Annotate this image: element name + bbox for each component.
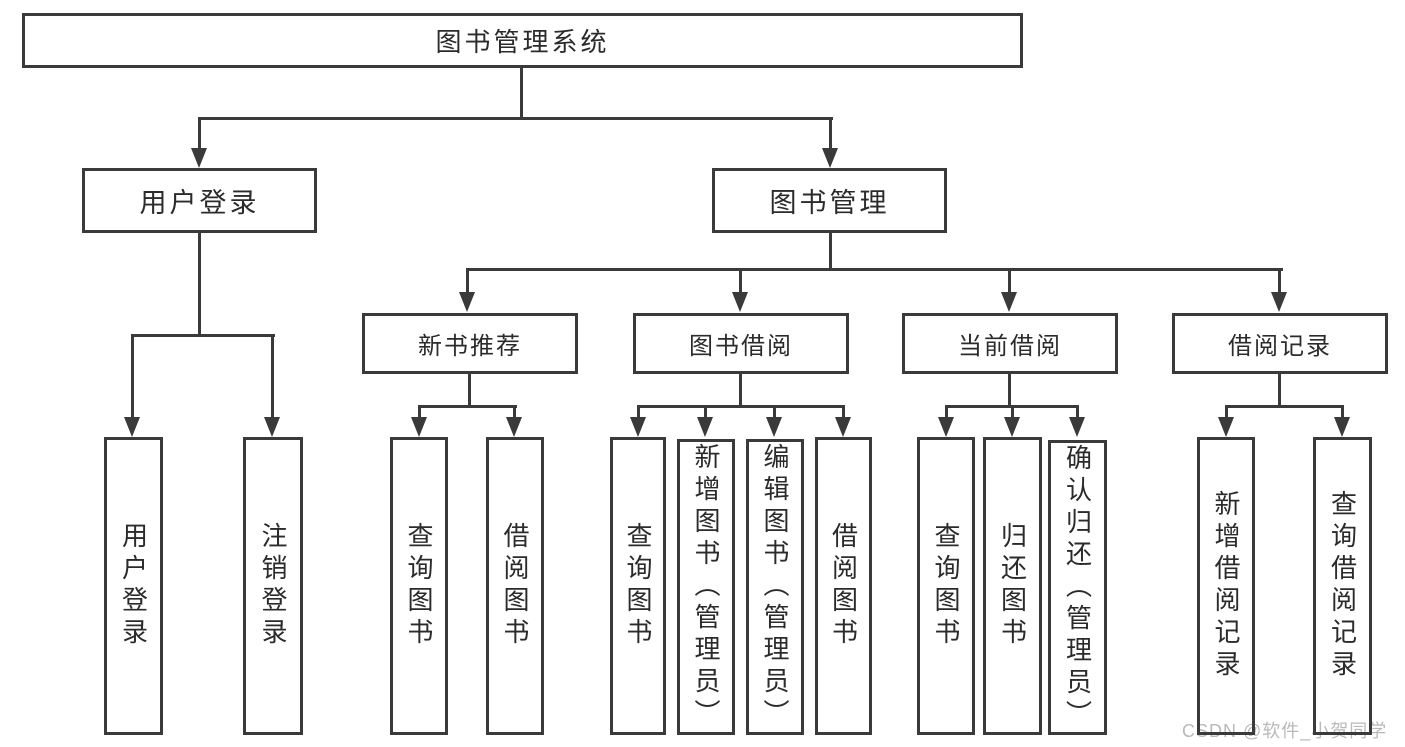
- connector-drop-cu2: [1011, 405, 1014, 419]
- connector-drop-bw3: [773, 405, 776, 419]
- arrowhead-re2: [1334, 417, 1350, 437]
- leaf-re-search-record: 查询借阅记录: [1313, 437, 1372, 735]
- arrowhead-current: [1001, 292, 1017, 312]
- connector-new-books-horizontal: [418, 405, 517, 408]
- arrowhead-book-mgmt: [822, 148, 838, 168]
- leaf-label: 新增图书（管理员）: [691, 443, 721, 731]
- arrowhead-nb2: [506, 417, 522, 437]
- leaf-bw-search-books: 查询图书: [610, 437, 666, 735]
- connector-drop-nb1: [418, 405, 421, 419]
- connector-drop-re1: [1225, 405, 1228, 419]
- leaf-label: 借阅图书: [828, 522, 859, 650]
- leaf-nb-borrow-books: 借阅图书: [486, 437, 544, 735]
- leaf-bw-add-books-admin: 新增图书（管理员）: [677, 439, 735, 735]
- leaf-label: 归还图书: [997, 522, 1028, 650]
- leaf-label: 确认归还（管理员）: [1062, 443, 1093, 732]
- node-user-login: 用户登录: [82, 168, 317, 233]
- arrowhead-cu2: [1004, 417, 1020, 437]
- connector-drop-nb2: [513, 405, 516, 419]
- connector-drop-cu1: [945, 405, 948, 419]
- leaf-label: 查询图书: [931, 522, 961, 650]
- arrowhead-new-books: [459, 292, 475, 312]
- leaf-label: 注销登录: [258, 522, 288, 650]
- leaf-label: 查询借阅记录: [1327, 490, 1358, 682]
- connector-drop-logout-leaf: [271, 334, 274, 418]
- leaf-cu-confirm-return-admin: 确认归还（管理员）: [1048, 440, 1107, 735]
- csdn-watermark: CSDN @软件_小贺同学: [1182, 721, 1388, 741]
- connector-borrow-horizontal: [637, 405, 845, 408]
- connector-records-horizontal: [1225, 405, 1344, 408]
- connector-records-stub: [1278, 374, 1281, 407]
- leaf-bw-borrow-books: 借阅图书: [815, 437, 872, 735]
- connector-user-login-horizontal: [131, 334, 275, 337]
- leaf-label: 新增借阅记录: [1211, 490, 1241, 682]
- node-book-mgmt-label: 图书管理: [769, 188, 890, 218]
- arrowhead-nb1: [411, 417, 427, 437]
- arrowhead-bw3: [766, 417, 782, 437]
- connector-root-stub: [520, 68, 523, 120]
- leaf-label: 用户登录: [118, 522, 149, 650]
- node-borrow-label: 图书借阅: [689, 333, 793, 360]
- arrowhead-cu1: [938, 417, 954, 437]
- node-root-label: 图书管理系统: [435, 27, 610, 57]
- connector-new-books-stub: [468, 374, 471, 407]
- connector-drop-re2: [1341, 405, 1344, 419]
- arrowhead-re1: [1218, 417, 1234, 437]
- arrowhead-user-login: [191, 148, 207, 168]
- connector-drop-borrow: [739, 268, 742, 292]
- leaf-cu-return-books: 归还图书: [983, 437, 1042, 735]
- node-current-label: 当前借阅: [958, 333, 1062, 360]
- node-current: 当前借阅: [902, 313, 1118, 374]
- arrowhead-logout-leaf: [264, 417, 280, 437]
- arrowhead-borrow: [732, 292, 748, 312]
- node-root: 图书管理系统: [22, 13, 1023, 68]
- leaf-re-add-record: 新增借阅记录: [1197, 437, 1255, 735]
- connector-level1-horizontal: [198, 117, 833, 120]
- connector-drop-bw1: [637, 405, 640, 419]
- connector-drop-bw2: [704, 405, 707, 419]
- arrowhead-records: [1271, 292, 1287, 312]
- connector-drop-cu3: [1076, 405, 1079, 419]
- node-records: 借阅记录: [1172, 313, 1388, 374]
- arrowhead-bw1: [630, 417, 646, 437]
- node-book-mgmt: 图书管理: [712, 168, 947, 233]
- arrowhead-bw4: [835, 417, 851, 437]
- arrowhead-login-leaf: [124, 417, 140, 437]
- node-new-books: 新书推荐: [362, 313, 578, 374]
- connector-drop-login-leaf: [131, 334, 134, 418]
- node-user-login-label: 用户登录: [139, 188, 260, 218]
- leaf-cu-search-books: 查询图书: [917, 437, 975, 735]
- leaf-nb-search-books: 查询图书: [390, 437, 448, 735]
- connector-drop-records: [1278, 268, 1281, 292]
- connector-borrow-stub: [739, 374, 742, 407]
- leaf-label: 查询图书: [623, 522, 653, 650]
- connector-drop-current: [1008, 268, 1011, 292]
- arrowhead-bw2: [697, 417, 713, 437]
- connector-level2-horizontal: [466, 268, 1283, 271]
- leaf-label: 查询图书: [404, 522, 434, 650]
- node-records-label: 借阅记录: [1228, 333, 1332, 360]
- leaf-label: 借阅图书: [500, 522, 530, 650]
- connector-drop-bw4: [842, 405, 845, 419]
- leaf-bw-edit-books-admin: 编辑图书（管理员）: [746, 439, 804, 735]
- leaf-logout: 注销登录: [243, 437, 303, 735]
- leaf-label: 编辑图书（管理员）: [760, 443, 790, 731]
- connector-book-mgmt-stub: [829, 233, 832, 271]
- connector-user-login-stub: [198, 233, 201, 336]
- connector-current-stub: [1008, 374, 1011, 407]
- connector-drop-book-mgmt: [829, 117, 832, 150]
- node-borrow: 图书借阅: [633, 313, 849, 374]
- connector-drop-user-login: [198, 117, 201, 150]
- arrowhead-cu3: [1069, 417, 1085, 437]
- leaf-user-login: 用户登录: [104, 437, 163, 735]
- connector-drop-new-books: [466, 268, 469, 292]
- node-new-books-label: 新书推荐: [418, 333, 522, 360]
